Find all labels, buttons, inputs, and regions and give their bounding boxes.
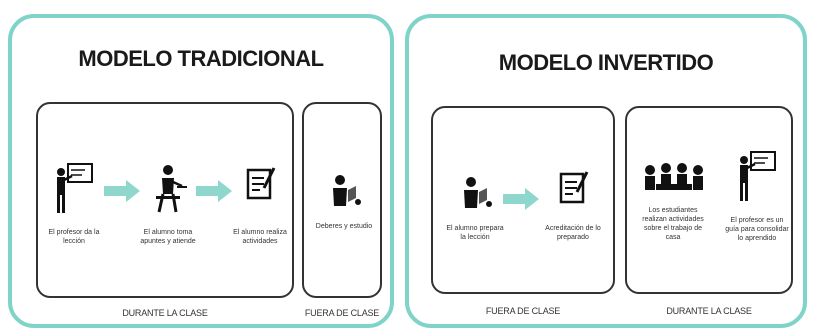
arrow-right-icon: [503, 188, 539, 210]
flipped-step-teacher-guide: El profesor es un guía para consolidar l…: [725, 150, 789, 243]
flipped-during-class-box: Los estudiantes realizan actividades sob…: [625, 106, 793, 294]
traditional-model-panel: MODELO TRADICIONAL El profesor da la lec…: [8, 14, 394, 328]
flipped-step-accreditation: Acreditación de lo preparado: [541, 168, 605, 242]
worksheet-pencil-icon: [559, 171, 589, 204]
traditional-outside-class-label: FUERA DE CLASE: [304, 308, 380, 318]
flipped-model-title: MODELO INVERTIDO: [498, 50, 714, 75]
flipped-model-panel: MODELO INVERTIDO El alumno prepara la le…: [405, 14, 807, 328]
flipped-step-1-caption: El alumno prepara la lección: [446, 225, 504, 241]
traditional-step-teacher-lecture: El profesor da la lección: [42, 162, 106, 246]
flipped-step-4-caption: El profesor es un guía para consolidar l…: [725, 217, 789, 242]
traditional-outside-class-box: Deberes y estudio: [302, 102, 382, 298]
traditional-step-student-notes: El alumno toma apuntes y atiende: [136, 162, 200, 246]
traditional-step-4-caption: Deberes y estudio: [315, 223, 373, 230]
traditional-step-3-caption: El alumno realiza actividades: [233, 229, 287, 245]
flipped-outside-class-box: El alumno prepara la lección Acreditació…: [431, 106, 615, 294]
traditional-step-2-caption: El alumno toma apuntes y atiende: [140, 229, 196, 245]
teacher-board-icon: [57, 163, 93, 213]
traditional-step-student-activities: El alumno realiza actividades: [228, 162, 292, 246]
traditional-step-homework: Deberes y estudio: [312, 172, 376, 231]
traditional-step-1-caption: El profesor da la lección: [48, 229, 100, 245]
flipped-outside-class-label: FUERA DE CLASE: [485, 306, 561, 316]
flipped-step-2-caption: Acreditación de lo preparado: [545, 225, 601, 241]
flipped-step-prepare-lesson: El alumno prepara la lección: [443, 174, 507, 242]
traditional-model-title: MODELO TRADICIONAL: [78, 46, 324, 71]
traditional-during-class-label: DURANTE LA CLASE: [122, 308, 208, 318]
flipped-during-class-label: DURANTE LA CLASE: [666, 306, 752, 316]
arrow-right-icon: [104, 180, 140, 202]
arrow-right-icon: [196, 180, 232, 202]
group-table-icon: [645, 163, 703, 190]
flipped-step-3-caption: Los estudiantes realizan actividades sob…: [642, 207, 704, 241]
student-reading-icon: [464, 177, 492, 208]
student-seated-icon: [156, 165, 187, 213]
worksheet-pencil-icon: [246, 167, 276, 200]
flipped-step-group-activities: Los estudiantes realizan actividades sob…: [637, 160, 709, 242]
student-reading-icon: [333, 175, 361, 206]
traditional-during-class-box: El profesor da la lección El alumno toma…: [36, 102, 294, 298]
teacher-board-icon: [740, 151, 776, 201]
